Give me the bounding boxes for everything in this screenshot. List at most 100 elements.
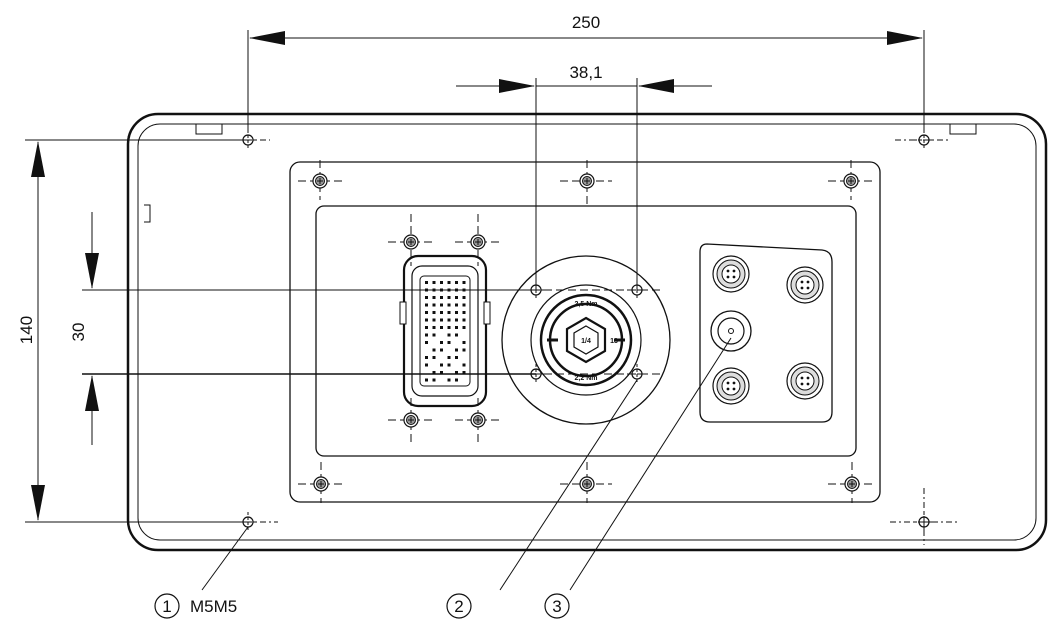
connector-pin [455,318,458,322]
screw-icon [403,234,419,250]
housing-notch-right [949,124,977,135]
connector-pin [447,326,451,329]
connector-pin [432,326,436,329]
screw-icon [843,173,859,189]
connector-pin [447,318,451,322]
dimension-hole-spacing-horizontal-label: 38,1 [569,63,602,82]
m12-socket-icon [712,367,750,405]
connector-pin [425,341,428,344]
connector-pin [455,326,458,329]
callout-2-leader [499,379,638,591]
connector-pin [425,318,428,322]
torque-marking-bottom: 2,2 Nm [575,375,598,382]
connector-pin [462,318,466,322]
connector-pin [425,326,428,329]
connector-pin [447,363,451,367]
screw-icon [579,173,595,189]
callout-1-number: 1 [162,597,171,616]
screw-icon [470,412,486,428]
connector-pin [455,378,458,382]
housing-notch-left [195,124,223,135]
connector-pin [462,326,466,329]
connector-pin [447,281,451,284]
connector-pin [455,356,458,359]
connector-pin [425,311,428,314]
connector-pin [440,296,443,299]
connector-pin [432,303,436,307]
callout-3-circle [544,593,570,619]
cover-plate-screws [298,160,876,503]
screw-icon [403,412,419,428]
callout-2-number: 2 [454,597,463,616]
connector-pin [455,333,458,337]
dimension-width: 250 [247,13,925,130]
torque-marking-top: 2,5 Nm [575,301,598,308]
callout-1: 1 M5M5 [154,593,237,619]
screw-icon [579,476,595,492]
connector-pin [440,371,443,374]
housing-outline [126,112,1048,552]
connector-pin [447,296,451,299]
housing-side-tab [144,204,151,223]
housing-inner-outline [137,123,1037,541]
connector-pin [440,311,443,314]
connector-pin [432,348,436,352]
connector-pin [440,303,443,307]
connector-pin [447,311,451,314]
screw-icon [470,234,486,250]
connector-pin [447,333,451,337]
m12-socket-icon [786,266,824,304]
connector-pin [455,348,458,352]
connector-pin [425,378,428,382]
connector-pin [462,296,466,299]
callout-1-circle [154,593,180,619]
dimension-height-label: 140 [17,316,36,344]
connector-pin [462,371,466,374]
screw-icon [313,476,329,492]
connector-pin [432,356,436,359]
m12-socket-icon [786,362,824,400]
multipin-connector [388,214,500,442]
connector-pin [455,311,458,314]
connector-pin [462,303,466,307]
connector-pin [447,378,451,382]
connector-pin [455,296,458,299]
connector-pin [462,363,466,367]
connector-pin [425,281,428,284]
connector-pin [425,333,428,337]
dimension-hole-spacing-horizontal: 38,1 [456,63,712,290]
dimension-hole-spacing-vertical-label: 30 [69,323,88,342]
connector-pin [425,303,428,307]
dimension-hole-spacing-vertical: 30 [69,212,536,445]
connector-pin [440,326,443,329]
connector-pin [432,296,436,299]
connector-pin [462,348,466,352]
connector-pin [432,333,436,337]
connector-pin [432,318,436,322]
connector-pin [425,356,428,359]
connector-pin [440,363,443,367]
connector-pin [440,318,443,322]
connector-pin [447,356,451,359]
size-marking-center: 1/4 [581,338,591,345]
connector-pin [432,371,436,374]
connector-pin [432,281,436,284]
cover-plate [289,161,881,503]
connector-pin [432,378,436,382]
connector-pin [447,303,451,307]
connector-pin [425,363,428,367]
connector-pin [425,296,428,299]
connector-pin [455,371,458,374]
connector-pin [462,311,466,314]
callout-2: 2 [446,593,472,619]
size-marking-right: 13 [610,338,618,345]
screw-icon [312,173,328,189]
callout-3: 3 [544,593,570,619]
callout-2-circle [446,593,472,619]
callout-3-number: 3 [552,597,561,616]
connector-pin [455,303,458,307]
callout-3-leader [569,337,732,591]
connector-pin [455,281,458,284]
connector-pin [440,281,443,284]
